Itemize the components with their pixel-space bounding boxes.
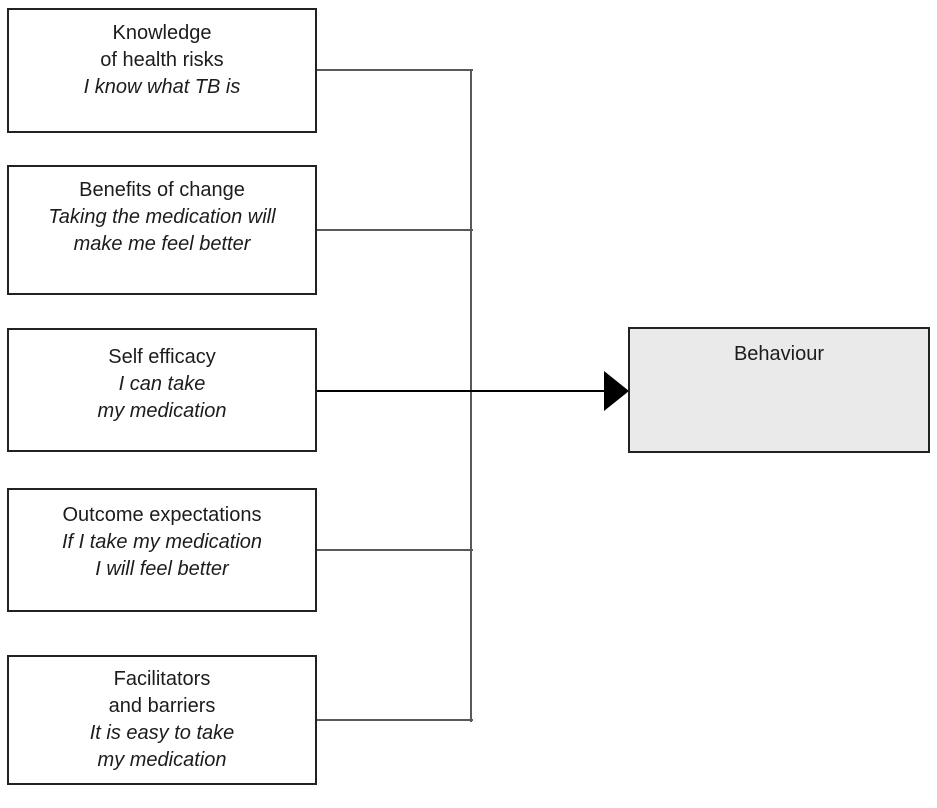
box-example-line: It is easy to take <box>89 722 235 744</box>
box-example-line: I know what TB is <box>83 76 241 98</box>
connector-line-facilitators <box>317 719 473 721</box>
box-example-line: my medication <box>97 400 227 422</box>
box-title-line: Facilitators <box>113 668 211 690</box>
target-box-behaviour: Behaviour <box>628 327 930 453</box>
connector-line-knowledge <box>317 69 473 71</box>
junction-vertical-line <box>470 70 472 722</box>
source-box-benefits-of-change: Benefits of change Taking the medication… <box>7 165 317 295</box>
target-box-label: Behaviour <box>733 343 825 365</box>
source-box-outcome-expectations: Outcome expectations If I take my medica… <box>7 488 317 612</box>
source-box-self-efficacy: Self efficacy I can take my medication <box>7 328 317 452</box>
arrowhead-icon <box>604 371 629 411</box>
connector-line-benefits <box>317 229 473 231</box>
box-example-line: I can take <box>118 373 206 395</box>
arrow-line <box>317 390 607 392</box>
box-example-line: make me feel better <box>73 233 251 255</box>
source-box-facilitators-and-barriers: Facilitators and barriers It is easy to … <box>7 655 317 785</box>
box-example-line: my medication <box>97 749 227 771</box>
box-title-line: Benefits of change <box>79 179 245 201</box>
box-title-line: Knowledge <box>112 22 212 44</box>
source-box-knowledge-of-health-risks: Knowledge of health risks I know what TB… <box>7 8 317 133</box>
box-example-line: If I take my medication <box>61 531 263 553</box>
box-title-line: Outcome expectations <box>62 504 262 526</box>
box-example-line: I will feel better <box>95 558 229 580</box>
box-title-line: of health risks <box>100 49 224 71</box>
box-title-line: Self efficacy <box>108 346 216 368</box>
connector-line-outcome <box>317 549 473 551</box>
box-title-line: and barriers <box>108 695 216 717</box>
box-example-line: Taking the medication will <box>48 206 276 228</box>
